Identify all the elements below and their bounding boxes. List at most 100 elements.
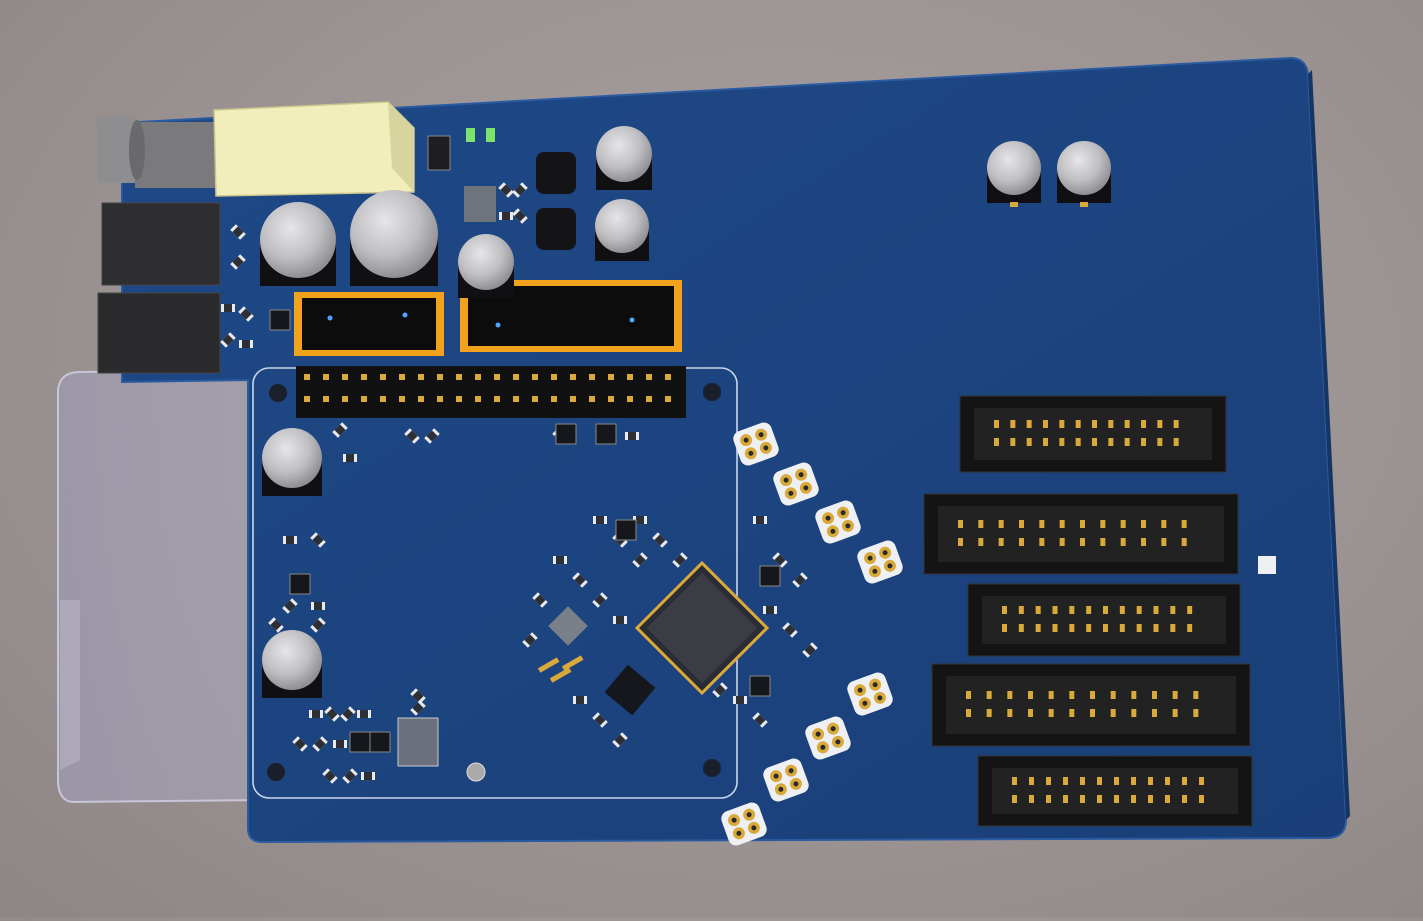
smd-part [221,304,235,312]
idc-pin [1161,538,1167,546]
smd-part [512,182,528,198]
header-pin [608,374,614,380]
smd-part [268,617,284,633]
pad-group [733,422,779,466]
idc-pin [1141,438,1146,446]
idc-pin [1035,624,1041,632]
idc-pin [1187,624,1193,632]
idc-pin [1012,795,1017,803]
ic-chip [749,675,771,697]
dc-jack [97,117,217,188]
header-pin [399,374,405,380]
idc-pin [1090,709,1095,717]
smd-part [633,516,647,524]
smd-part [652,532,668,548]
capacitor [596,126,652,182]
idc-pin [1103,606,1108,614]
smd-part [239,340,253,348]
smd-part [612,732,628,748]
header-pin [627,396,633,402]
idc-pin [1080,520,1085,528]
smd-part [361,772,375,780]
smd-part [733,696,747,704]
idc-pin [1018,624,1024,632]
idc-pin [1165,777,1170,785]
idc-pin [1080,538,1085,546]
idc-pin [1086,624,1092,632]
header-pin [437,396,443,402]
cap-pad [1010,202,1018,207]
idc-pin [1131,777,1136,785]
smd-part [592,712,608,728]
capacitor [595,199,649,253]
orange-headers [294,280,682,356]
smd-part [532,592,548,608]
smd-part [613,616,627,624]
gold-pin [549,667,572,683]
capacitor [262,630,322,690]
idc-pin [1131,709,1137,717]
idc-pin [1080,777,1085,785]
smd-part [782,622,798,638]
idc-pin [1157,438,1163,446]
idc-pin [1199,795,1204,803]
header-pin [475,396,481,402]
idc-pin [1114,795,1119,803]
idc-pin [998,520,1004,528]
idc-pin [1012,777,1017,785]
idc-pin [958,520,963,528]
idc-slot [938,506,1224,562]
idc-pin [1152,709,1157,717]
idc-pin [1141,520,1146,528]
header-pin [361,374,367,380]
smd-part [625,432,639,440]
header-pin [665,374,671,380]
idc-pin [966,691,971,699]
idc-pin [1181,538,1187,546]
idc-pin [994,420,999,428]
pad-group [847,672,893,716]
capacitor [350,190,438,278]
idc-pin [1069,709,1075,717]
header-pin [627,374,633,380]
power-inductors [464,152,576,250]
ic-chip [615,519,637,541]
smd-part [672,552,688,568]
idc-pin [1152,691,1157,699]
pad-group [805,716,851,760]
ic-chip [759,565,781,587]
idc-pin [986,709,992,717]
gold-pin [537,657,560,673]
pad-group [773,462,819,506]
smd-components [220,182,1276,784]
idc-pin [978,520,984,528]
ic-chip [369,731,391,753]
idc-pin [1043,420,1048,428]
smd-part [310,617,326,633]
idc-pin [1029,777,1034,785]
smd-part [792,572,808,588]
idc-pin [1100,538,1106,546]
idc-pin [1148,795,1153,803]
idc-pin [1124,420,1130,428]
ic-chip [289,573,311,595]
smd-part [410,700,426,716]
header-pin [361,396,367,402]
ic-chip [555,423,577,445]
smd-part [592,592,608,608]
idc-pin [1108,420,1114,428]
idc-pin [1119,606,1125,614]
smd-part [230,224,246,240]
pad-group [815,500,861,544]
idc-pin [1019,538,1024,546]
smd-part [309,710,323,718]
idc-pin [1002,624,1007,632]
idc-pin [978,538,984,546]
idc-slot [974,408,1212,460]
smd-part [498,182,514,198]
idc-pin [1141,538,1146,546]
mcu-chip [634,560,770,696]
idc-pin [1043,438,1048,446]
smd-part [753,516,767,524]
